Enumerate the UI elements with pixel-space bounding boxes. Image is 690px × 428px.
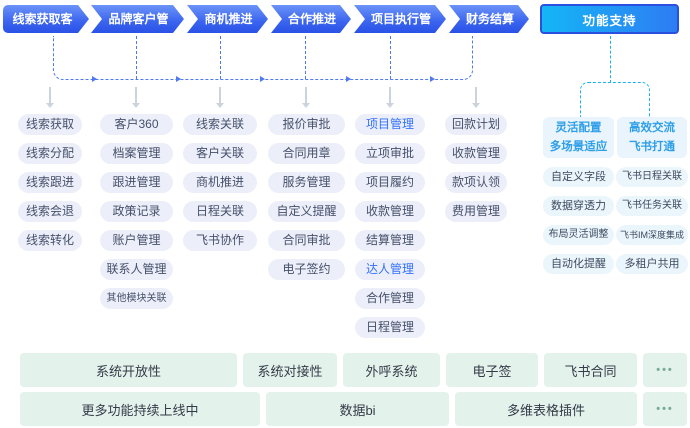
capability-box-feishu-contract: 飞书合同 — [544, 353, 637, 387]
support-group-header-config: 灵活配置 多场景适应 — [543, 117, 614, 158]
flow-step-lead-acquisition[interactable]: 线索获取客户 — [3, 5, 89, 33]
feature-pill: 日程管理 — [355, 317, 425, 338]
feature-pill: 政策记录 — [100, 201, 173, 222]
support-column-config: 自定义字段 数据穿透力 布局灵活调整 自动化提醒 — [543, 167, 614, 274]
flow-step-opportunity[interactable]: 商机推进 — [187, 5, 268, 33]
support-pill: 飞书日程关联 — [616, 167, 688, 187]
support-pill: 飞书IM深度集成 — [616, 225, 688, 245]
feature-pill: 线索关联 — [183, 114, 257, 135]
down-arrow-icon — [389, 87, 391, 103]
support-pill: 自动化提醒 — [543, 254, 614, 274]
feature-pill: 线索跟进 — [18, 172, 82, 193]
support-pill: 飞书任务关联 — [616, 196, 688, 216]
feature-pill-highlighted: 项目管理 — [355, 114, 425, 135]
feature-pill: 线索获取 — [18, 114, 82, 135]
feature-pill: 电子签约 — [268, 259, 345, 280]
flow-connector-line — [390, 36, 391, 79]
feature-pill: 飞书协作 — [183, 230, 257, 251]
down-arrowhead-icon — [132, 103, 140, 108]
support-column-feishu: 飞书日程关联 飞书任务关联 飞书IM深度集成 多租户共用 — [616, 167, 688, 274]
feature-pill-highlighted: 达人管理 — [355, 259, 425, 280]
feature-pill: 自定义提醒 — [268, 201, 345, 222]
support-group-header-feishu: 高效交流 飞书打通 — [617, 117, 687, 158]
down-arrowhead-icon — [302, 103, 310, 108]
feature-pill: 日程关联 — [183, 201, 257, 222]
feature-pill: 服务管理 — [268, 172, 345, 193]
capability-box-openness: 系统开放性 — [20, 353, 237, 387]
flow-connector-line — [220, 36, 221, 79]
column-finance: 回款计划 收款管理 款项认领 费用管理 — [445, 114, 507, 222]
support-connector-stem — [610, 36, 611, 83]
feature-pill: 档案管理 — [100, 143, 173, 164]
support-pill: 数据穿透力 — [543, 196, 614, 216]
down-arrow-icon — [305, 87, 307, 103]
feature-pill: 项目履约 — [355, 172, 425, 193]
feature-pill: 商机推进 — [183, 172, 257, 193]
capability-box-esign: 电子签 — [446, 353, 538, 387]
bus-arrow-right-icon — [346, 76, 351, 82]
feature-pill: 立项审批 — [355, 143, 425, 164]
support-header-line: 多场景适应 — [549, 140, 608, 153]
flow-connector-line — [136, 36, 137, 79]
capability-box-integration: 系统对接性 — [243, 353, 337, 387]
flow-step-brand-customer[interactable]: 品牌客户管理 — [91, 5, 184, 33]
flow-step-project-execution[interactable]: 项目执行管理 — [354, 5, 446, 33]
down-arrowhead-icon — [472, 103, 480, 108]
support-header-line: 高效交流 — [629, 122, 675, 135]
support-connector-split — [580, 82, 650, 118]
bus-arrow-right-icon — [260, 76, 265, 82]
feature-pill: 线索转化 — [18, 230, 82, 251]
down-arrow-icon — [135, 87, 137, 103]
flow-connector-line — [305, 36, 306, 79]
bus-arrow-right-icon — [176, 76, 181, 82]
support-pill: 布局灵活调整 — [543, 225, 614, 245]
bus-arrow-right-icon — [430, 76, 435, 82]
feature-pill: 线索分配 — [18, 143, 82, 164]
feature-pill: 收款管理 — [445, 143, 507, 164]
feature-pill: 报价审批 — [268, 114, 345, 135]
ellipsis-more-icon: ••• — [643, 392, 687, 426]
feature-pill: 合作管理 — [355, 288, 425, 309]
feature-pill: 跟进管理 — [100, 172, 173, 193]
feature-pill: 费用管理 — [445, 201, 507, 222]
capability-box-more-features: 更多功能持续上线中 — [20, 392, 260, 426]
flow-step-cooperation[interactable]: 合作推进 — [271, 5, 351, 33]
feature-pill: 客户360 — [100, 114, 173, 135]
feature-pill: 回款计划 — [445, 114, 507, 135]
feature-pill: 客户关联 — [183, 143, 257, 164]
column-cooperation: 报价审批 合同用章 服务管理 自定义提醒 合同审批 电子签约 — [268, 114, 345, 280]
ellipsis-more-icon: ••• — [643, 353, 687, 387]
feature-pill: 收款管理 — [355, 201, 425, 222]
down-arrow-icon — [219, 87, 221, 103]
support-pill: 自定义字段 — [543, 167, 614, 187]
feature-pill: 款项认领 — [445, 172, 507, 193]
support-pill: 多租户共用 — [616, 254, 688, 274]
capability-box-outbound-call: 外呼系统 — [343, 353, 440, 387]
down-arrowhead-icon — [216, 103, 224, 108]
feature-pill: 结算管理 — [355, 230, 425, 251]
feature-pill: 其他模块关联 — [100, 288, 173, 309]
feature-pill: 账户管理 — [100, 230, 173, 251]
column-lead-acquisition: 线索获取 线索分配 线索跟进 线索会退 线索转化 — [18, 114, 82, 251]
feature-pill: 联系人管理 — [100, 259, 173, 280]
support-header-line: 灵活配置 — [555, 122, 602, 135]
down-arrowhead-icon — [386, 103, 394, 108]
feature-pill: 线索会退 — [18, 201, 82, 222]
flow-step-finance[interactable]: 财务结算 — [449, 5, 529, 33]
capability-box-data-bi: 数据bi — [266, 392, 449, 426]
capability-box-bitable-plugin: 多维表格插件 — [455, 392, 637, 426]
down-arrow-icon — [475, 87, 477, 103]
feature-pill: 合同审批 — [268, 230, 345, 251]
column-brand-customer: 客户360 档案管理 跟进管理 政策记录 账户管理 联系人管理 其他模块关联 — [100, 114, 173, 309]
feature-pill: 合同用章 — [268, 143, 345, 164]
support-button[interactable]: 功能支持 — [540, 4, 679, 34]
down-arrow-icon — [49, 87, 51, 103]
support-header-line: 飞书打通 — [629, 140, 675, 153]
flow-bus-connector — [53, 36, 473, 80]
bus-arrow-right-icon — [92, 76, 97, 82]
column-project-execution: 项目管理 立项审批 项目履约 收款管理 结算管理 达人管理 合作管理 日程管理 — [355, 114, 425, 338]
down-arrowhead-icon — [46, 103, 54, 108]
column-opportunity: 线索关联 客户关联 商机推进 日程关联 飞书协作 — [183, 114, 257, 251]
